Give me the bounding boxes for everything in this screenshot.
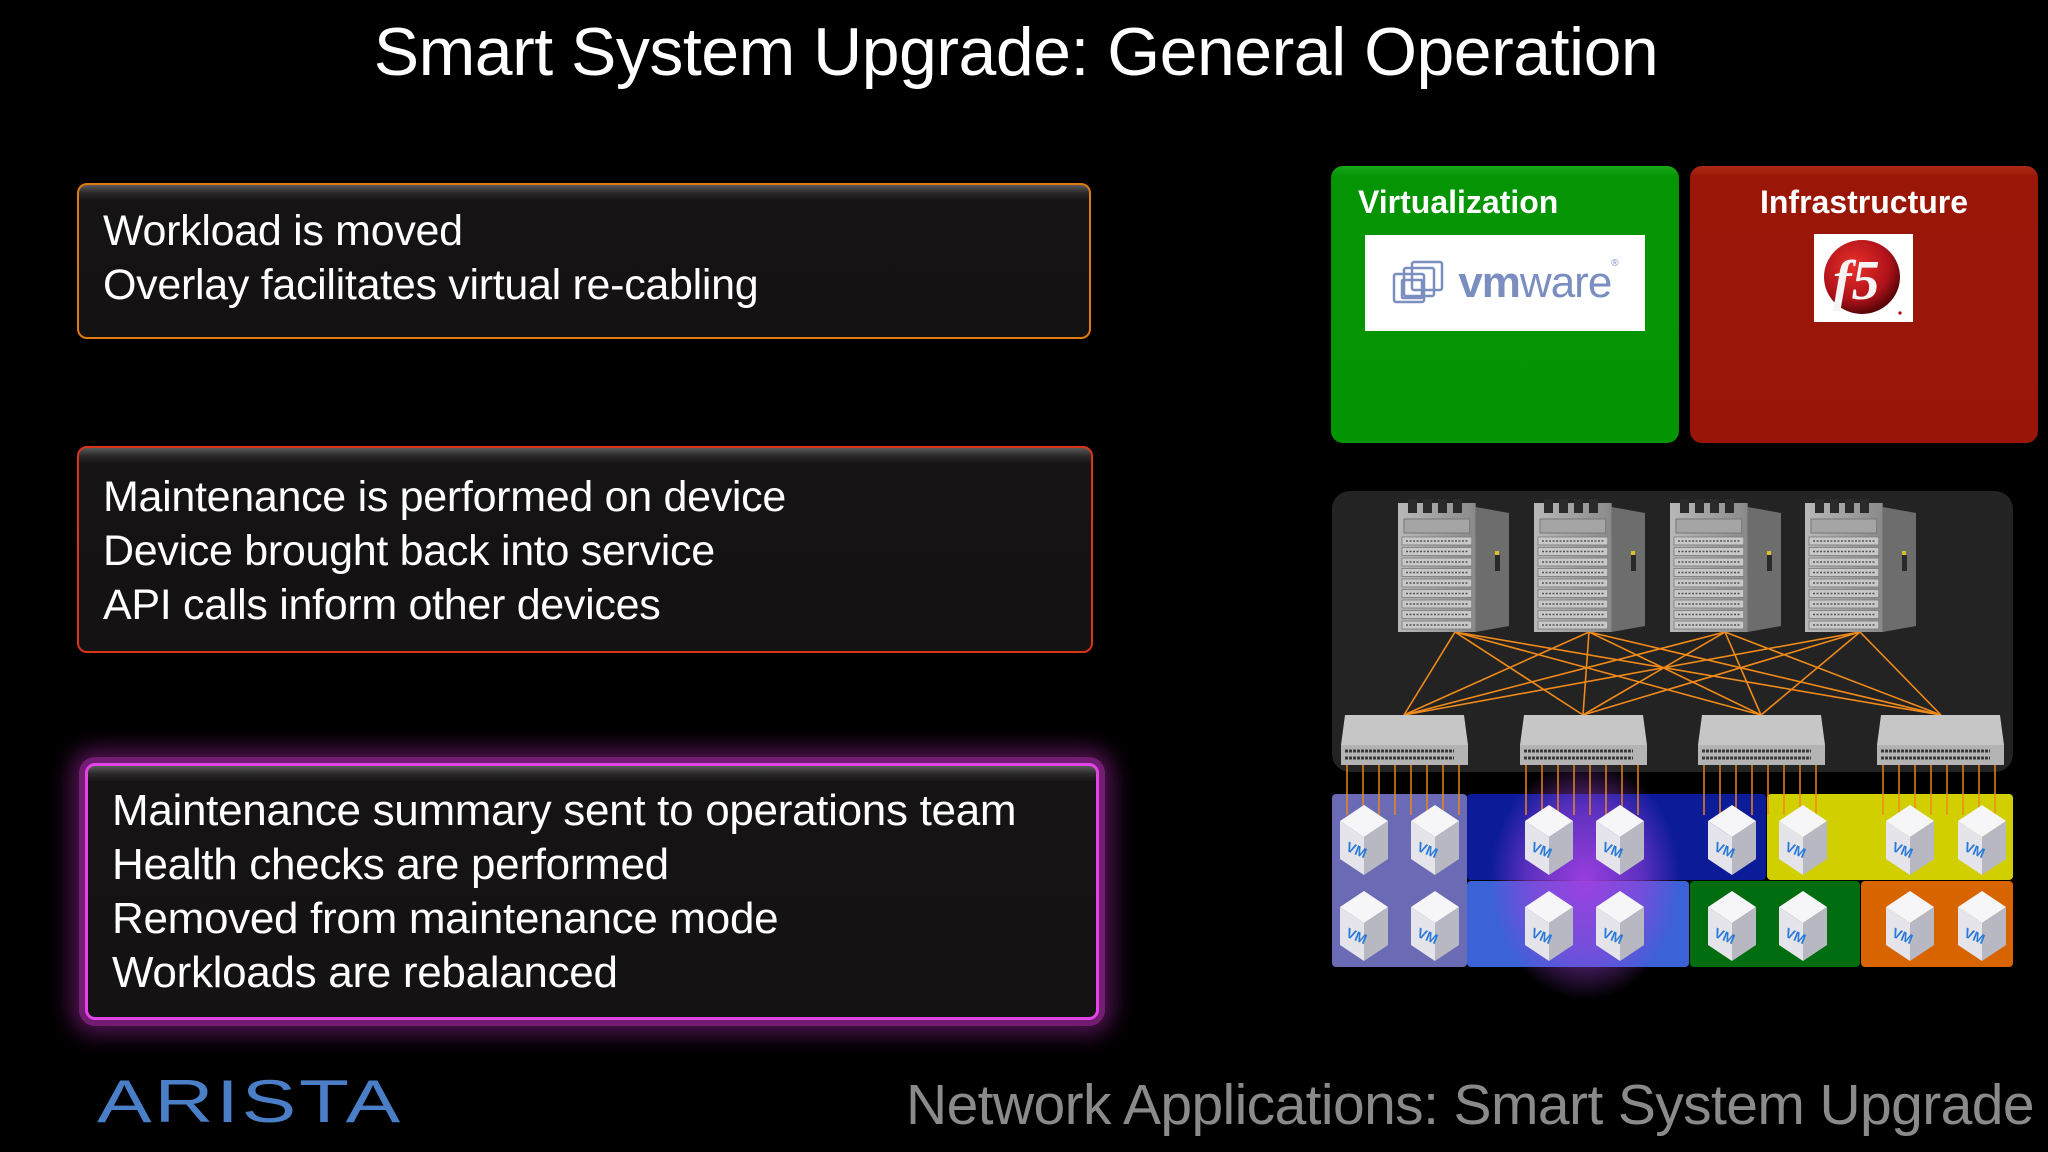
step-line: Removed from maintenance mode xyxy=(112,894,779,943)
svg-text:VM: VM xyxy=(1344,924,1369,947)
step-box-maintenance: Maintenance is performed on device Devic… xyxy=(77,446,1093,653)
vmware-wordmark: vmware® xyxy=(1458,258,1618,307)
vm-cube-r2-c3: VM xyxy=(1525,891,1573,961)
svg-text:ARISTA: ARISTA xyxy=(97,1075,403,1125)
maintenance-glow xyxy=(1490,760,1680,1000)
step-line: Workloads are rebalanced xyxy=(112,948,618,997)
svg-text:VM: VM xyxy=(1962,838,1987,861)
step-line: Health checks are performed xyxy=(112,840,669,889)
svg-text:VM: VM xyxy=(1529,924,1554,947)
slide-footer: Network Applications: Smart System Upgra… xyxy=(906,1073,2035,1137)
vm-group-dark-blue xyxy=(1467,794,1766,880)
vm-group-lavender xyxy=(1332,794,1467,967)
step-line: Device brought back into service xyxy=(103,527,715,575)
svg-text:VM: VM xyxy=(1600,838,1625,861)
slide-title: Smart System Upgrade: General Operation xyxy=(373,14,1659,90)
svg-text:VM: VM xyxy=(1890,924,1915,947)
svg-text:VM: VM xyxy=(1890,838,1915,861)
step-line: API calls inform other devices xyxy=(103,581,661,629)
vm-cube-r1-c2: VM xyxy=(1411,805,1459,875)
vm-group-orange xyxy=(1861,881,2013,967)
leaf-downlinks xyxy=(1346,765,1996,815)
vm-cube-r1-c1: VM xyxy=(1340,805,1388,875)
step-line: Maintenance is performed on device xyxy=(103,473,786,521)
step-line: Workload is moved xyxy=(103,207,463,255)
svg-text:VM: VM xyxy=(1712,838,1737,861)
svg-text:VM: VM xyxy=(1712,924,1737,947)
f5-logo: f5 xyxy=(1814,234,1913,322)
vm-cube-r1-c8: VM xyxy=(1958,805,2006,875)
vm-cube-r2-c4: VM xyxy=(1596,891,1644,961)
vm-cube-r1-c6: VM xyxy=(1779,805,1827,875)
svg-text:f5: f5 xyxy=(1833,250,1880,312)
category-virtualization: Virtualization vmware® xyxy=(1331,166,1679,443)
vm-cube-r1-c7: VM xyxy=(1886,805,1934,875)
vm-cube-r1-c5: VM xyxy=(1708,805,1756,875)
arista-logo: ARISTA xyxy=(97,1068,407,1135)
step-box-workload-moved: Workload is moved Overlay facilitates vi… xyxy=(77,183,1091,339)
svg-text:VM: VM xyxy=(1783,838,1808,861)
svg-text:VM: VM xyxy=(1600,924,1625,947)
vmware-logo: vmware® xyxy=(1365,235,1645,331)
vm-cube-r2-c2: VM xyxy=(1411,891,1459,961)
category-infrastructure: Infrastructure f5 xyxy=(1690,166,2038,443)
svg-text:VM: VM xyxy=(1783,924,1808,947)
svg-text:VM: VM xyxy=(1344,838,1369,861)
vm-cube-r2-c1: VM xyxy=(1340,891,1388,961)
category-label: Virtualization xyxy=(1358,184,1559,220)
vm-group-green xyxy=(1690,881,1860,967)
vm-group-yellow xyxy=(1767,794,2013,880)
svg-text:VM: VM xyxy=(1415,838,1440,861)
f5-ball-icon: f5 xyxy=(1823,240,1902,315)
step-box-post-maintenance-highlighted: Maintenance summary sent to operations t… xyxy=(85,763,1099,1020)
step-line: Maintenance summary sent to operations t… xyxy=(112,786,1017,835)
vm-group-medium-blue xyxy=(1467,881,1689,967)
vm-cube-r1-c4: VM xyxy=(1596,805,1644,875)
category-label: Infrastructure xyxy=(1759,184,1969,220)
vm-cube-r2-c8: VM xyxy=(1958,891,2006,961)
svg-text:VM: VM xyxy=(1529,838,1554,861)
arista-logo-icon: ARISTA xyxy=(97,1068,403,1135)
vm-cube-r2-c6: VM xyxy=(1779,891,1827,961)
network-diagram-panel xyxy=(1332,491,2013,772)
vm-cube-r2-c7: VM xyxy=(1886,891,1934,961)
svg-text:VM: VM xyxy=(1962,924,1987,947)
svg-text:VM: VM xyxy=(1415,924,1440,947)
step-line: Overlay facilitates virtual re-cabling xyxy=(103,261,759,309)
vm-cube-r2-c5: VM xyxy=(1708,891,1756,961)
vmware-squares-icon xyxy=(1393,260,1444,304)
vm-cube-r1-c3: VM xyxy=(1525,805,1573,875)
